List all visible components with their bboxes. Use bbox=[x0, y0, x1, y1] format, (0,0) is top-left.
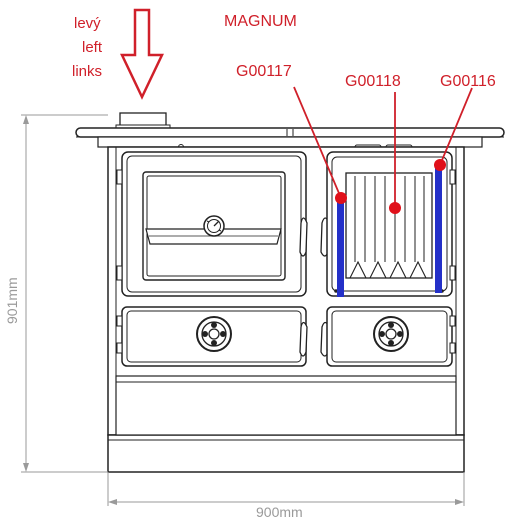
model-label: MAGNUM bbox=[224, 13, 297, 30]
width-dimension bbox=[107, 472, 465, 506]
part-label-g00116: G00116 bbox=[440, 73, 496, 90]
firebox-grate bbox=[345, 172, 433, 279]
direction-label-de: links bbox=[72, 63, 103, 80]
direction-label-cz: levý bbox=[74, 15, 101, 32]
part-label-g00117: G00117 bbox=[236, 63, 292, 80]
burner-knob-icon bbox=[196, 316, 232, 352]
width-dimension-label: 900mm bbox=[256, 504, 303, 520]
height-dimension-label: 901mm bbox=[4, 277, 20, 324]
marker-left bbox=[335, 192, 347, 204]
burner-knob-icon bbox=[373, 316, 409, 352]
top-rail bbox=[75, 127, 505, 138]
direction-label-en: left bbox=[82, 39, 103, 56]
storage-drawer bbox=[115, 375, 457, 436]
leader-right bbox=[439, 87, 473, 166]
height-dimension bbox=[21, 114, 108, 473]
thermometer-dial-icon bbox=[203, 215, 225, 237]
part-label-g00118: G00118 bbox=[345, 73, 401, 90]
lower-left-handle bbox=[299, 321, 308, 357]
leader-left bbox=[293, 86, 342, 199]
plinth bbox=[107, 434, 465, 473]
marker-right bbox=[434, 159, 446, 171]
direction-arrow-icon bbox=[120, 8, 164, 100]
side-liner-left bbox=[337, 197, 344, 297]
side-liner-right bbox=[435, 165, 442, 293]
oven-door-handle bbox=[299, 217, 308, 257]
marker-center bbox=[389, 202, 401, 214]
